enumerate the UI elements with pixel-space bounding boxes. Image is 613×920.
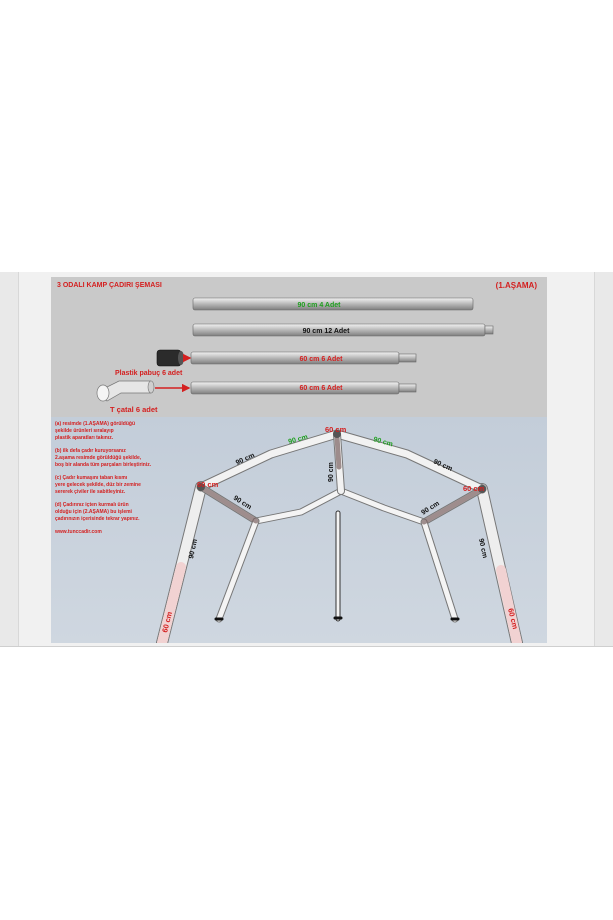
pole-90-12: 90 cm 12 Adet (192, 323, 494, 337)
pole-60-6-a-label: 60 cm 6 Adet (300, 356, 344, 363)
floor-panel (51, 417, 547, 643)
right-gutter (594, 272, 613, 646)
stage-label: (1.AŞAMA) (496, 281, 538, 290)
plastic-cap-icon (156, 349, 192, 367)
instruction-a-line1: (a) resimde (1.AŞAMA) görüldüğü (55, 421, 135, 427)
label-apex-60: 60 cm (325, 425, 347, 434)
t-fork-icon (96, 380, 191, 402)
instruction-b-line3: boş bir alanda tüm parçaları birleştirin… (55, 462, 152, 468)
divider-line (0, 646, 613, 647)
pole-90-4-label: 90 cm 4 Adet (298, 302, 342, 309)
diagram-svg: 3 ODALI KAMP ÇADIRI ŞEMASI (1.AŞAMA) 90 … (51, 277, 547, 649)
pole-60-6-a: 60 cm 6 Adet (190, 351, 417, 365)
plastic-cap-label: Plastik pabuç 6 adet (115, 370, 183, 377)
left-gutter (0, 272, 19, 646)
label-center-90: 90 cm (328, 462, 335, 482)
pole-60-6-b-label: 60 cm 6 Adet (300, 385, 344, 392)
pole-90-12-label: 90 cm 12 Adet (303, 328, 350, 335)
instruction-a-line2: şekilde ürünleri sıralayıp (55, 428, 114, 434)
instruction-d-line2: olduğu için (2.AŞAMA) bu işlemi (55, 509, 133, 515)
label-left-60: 60 cm (197, 480, 219, 489)
instruction-b-line2: 2.aşama resimde görüldüğü şekilde, (55, 455, 142, 461)
instruction-c-line1: (c) Çadır kumaşını taban kısmı (55, 475, 128, 481)
instruction-d-line3: çadırınızın içerisinde tekrar yapınız. (55, 516, 140, 522)
diagram-title: 3 ODALI KAMP ÇADIRI ŞEMASI (57, 282, 162, 289)
instruction-c-line2: yere gelecek şekilde, düz bir zemine (55, 482, 141, 488)
label-left-leg-90: 90 cm (188, 539, 199, 560)
instruction-d-line1: (d) Çadırınız içten kurmalı ürün (55, 502, 129, 508)
label-right-60: 60 cm (463, 484, 485, 493)
tent-assembly-diagram: 3 ODALI KAMP ÇADIRI ŞEMASI (1.AŞAMA) 90 … (51, 277, 547, 649)
instruction-c-line3: sererek çiviler ile sabitleyiniz. (55, 489, 126, 495)
pole-60-6-b: 60 cm 6 Adet (190, 381, 417, 395)
instruction-a-line3: plastik aparatları takınız. (55, 435, 114, 441)
instructions-block: (a) resimde (1.AŞAMA) görüldüğü şekilde … (54, 421, 152, 535)
website-label: www.tunccadir.com (54, 529, 102, 535)
pole-90-4: 90 cm 4 Adet (192, 297, 474, 311)
t-fork-label: T çatal 6 adet (110, 405, 158, 414)
instruction-b-line1: (b) ilk defa çadır kuruyorsanız (55, 448, 126, 454)
tent-frame (156, 429, 523, 649)
label-right-leg-90: 90 cm (477, 538, 488, 559)
